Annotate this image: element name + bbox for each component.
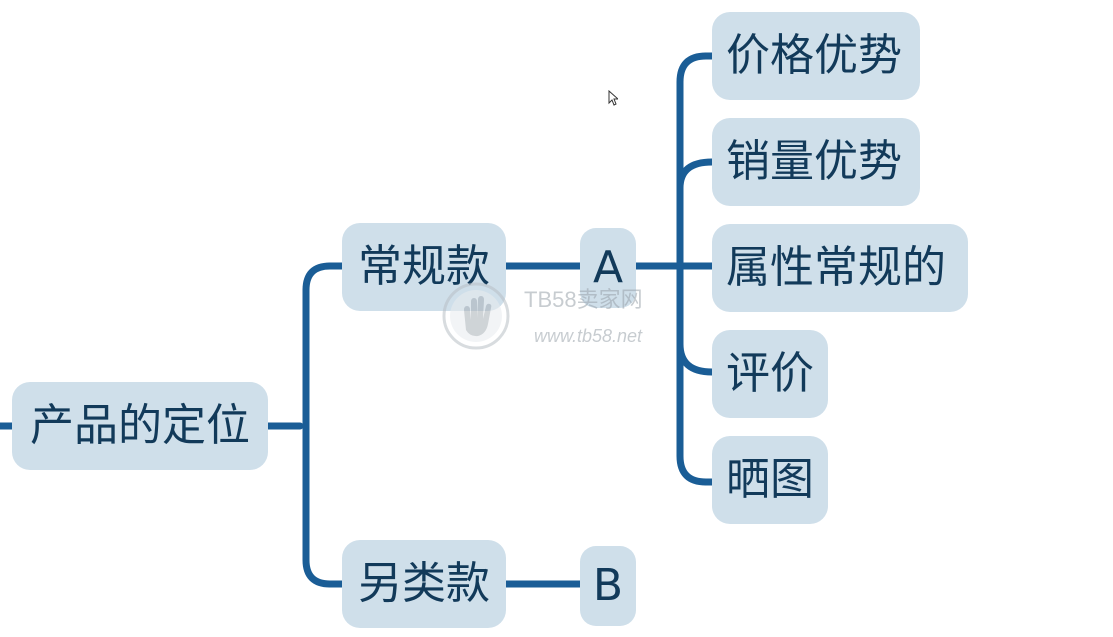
leaf-node-reviews[interactable]: 评价	[712, 330, 828, 418]
mouse-cursor-icon	[608, 90, 618, 106]
branch-spine	[302, 262, 334, 588]
leaf-node-label: 销量优势	[726, 136, 902, 187]
subnode-b[interactable]: B	[580, 546, 636, 626]
subnode-label: B	[592, 560, 624, 611]
subnode-a[interactable]: A	[580, 228, 636, 308]
root-node[interactable]: 产品的定位	[12, 382, 268, 470]
leaf-node-label: 属性常规的	[726, 242, 946, 293]
leaf-node-label: 评价	[726, 348, 814, 399]
leaf-node-label: 晒图	[726, 454, 814, 505]
branch-node-changgui[interactable]: 常规款	[342, 223, 506, 311]
subnode-label: A	[592, 242, 624, 293]
leaf-connector-4	[676, 340, 716, 376]
leaf-node-photos[interactable]: 晒图	[712, 436, 828, 524]
leaf-node-regular-attributes[interactable]: 属性常规的	[712, 224, 968, 312]
leaf-node-price-advantage[interactable]: 价格优势	[712, 12, 920, 100]
branch-node-label: 另类款	[358, 558, 490, 609]
leaf-node-sales-advantage[interactable]: 销量优势	[712, 118, 920, 206]
branch-node-label: 常规款	[358, 241, 490, 292]
leaf-connector-2	[676, 158, 716, 192]
root-node-label: 产品的定位	[30, 400, 250, 451]
leaf-node-label: 价格优势	[726, 30, 902, 81]
branch-node-linglei[interactable]: 另类款	[342, 540, 506, 628]
